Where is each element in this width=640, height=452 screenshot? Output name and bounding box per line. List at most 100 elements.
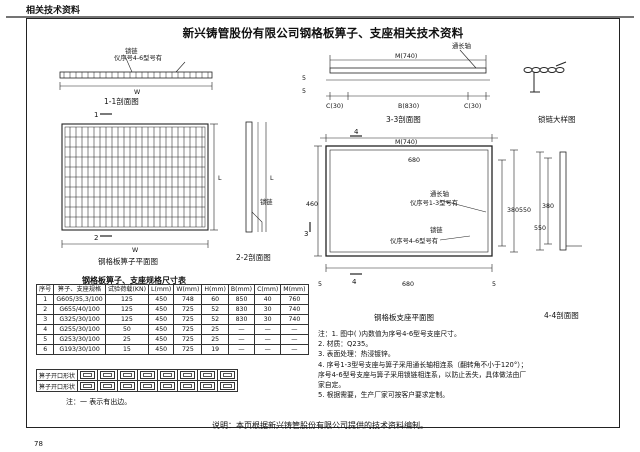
table-cell: 2 [35, 304, 55, 315]
table-cell: 450 [148, 304, 175, 315]
table-cell: G255/30/100 [53, 324, 106, 335]
spec-col-header: 箅子、支座规格 [53, 284, 106, 295]
table-cell: — [280, 334, 309, 345]
support-bottom-5: 5 [492, 281, 496, 288]
support-dim-380: 380 [507, 207, 519, 214]
support-bottom-680: 680 [402, 281, 414, 288]
table-cell: 450 [148, 324, 175, 335]
table-cell: 15 [104, 344, 150, 355]
opening-note: 注：一 表示有出边。 [66, 398, 132, 406]
table-cell: 760 [280, 294, 309, 305]
notes-block: 注：1. 图中( )内数值为序号4-6型号支座尺寸。 2. 材质：Q235。 3… [318, 329, 618, 400]
table-cell: — [280, 324, 309, 335]
grating-side-section [245, 121, 253, 233]
table-cell: 50 [104, 324, 150, 335]
table-cell: 748 [173, 294, 203, 305]
table-cell: 450 [148, 314, 175, 325]
sec33-c-right: C(30) [464, 103, 481, 110]
opening-shape-icon [177, 369, 199, 381]
support-rod-size: 仪序号1-3型号有 [410, 198, 458, 207]
opening-shape-icon [137, 369, 159, 381]
opening-shape-icon [137, 380, 159, 392]
table-cell: G605/35,3/100 [53, 294, 106, 305]
plan-w-label: W [132, 247, 139, 254]
support-caption: 钢格板支座平面图 [374, 312, 434, 322]
table-cell: G655/40/100 [53, 304, 106, 315]
table-cell: — [227, 344, 256, 355]
table-cell: 4 [35, 324, 55, 335]
table-cell: G193/30/100 [53, 344, 106, 355]
table-cell: 3 [35, 314, 55, 325]
plan-caption: 钢格板箅子平面图 [98, 256, 158, 266]
table-cell: — [254, 344, 282, 355]
support-bottom-dim-5: 5 [318, 281, 322, 288]
sec33-m-label: M(740) [395, 53, 417, 60]
support-dim-460: 460 [306, 201, 318, 208]
support-cut-4: 4 [352, 278, 357, 286]
sec44-caption: 4-4剖面图 [544, 310, 579, 320]
table-cell: 25 [201, 324, 229, 335]
opening-shape-icon [197, 380, 219, 392]
note-line: 5. 根据需要，生产厂家可按客户要求定制。 [318, 391, 449, 400]
grating-plan-outline [61, 123, 209, 231]
support-chain-label: 锁链 [430, 225, 443, 234]
support-dim-550: 550 [519, 207, 531, 214]
table-cell: 40 [254, 294, 282, 305]
table-cell: — [254, 324, 282, 335]
note-line: 序号4-6型号支座与箅子采用锁链相连系，以防止丢失，具体做法由厂 [318, 370, 527, 379]
note-line: 4. 序号1-3型号支座与箅子采用通长轴相连系（翻转角不小于120°）； [318, 360, 528, 369]
page-number: 78 [34, 440, 43, 448]
sheet-title: 新兴铸管股份有限公司钢格板箅子、支座相关技术资料 [182, 26, 464, 40]
table-cell: 725 [173, 334, 203, 345]
table-cell: 830 [227, 304, 256, 315]
note-line: 注：1. 图中( )内数值为序号4-6型号支座尺寸。 [318, 330, 461, 338]
table-cell: 740 [280, 314, 309, 325]
spec-col-header: 序号 [35, 284, 55, 295]
opening-shape-icon [117, 369, 139, 381]
support-rod-label: 通长轴 [430, 189, 449, 198]
opening-shape-icon [117, 380, 139, 392]
opening-shape-icon [197, 369, 219, 381]
sec33-rod-label: 通长轴 [452, 41, 471, 50]
opening-shape-icon [97, 369, 119, 381]
spec-col-header: M(mm) [280, 284, 309, 295]
drawing-frame: 新兴铸管股份有限公司钢格板箅子、支座相关技术资料 [26, 18, 620, 428]
opening-shape-icon [217, 369, 239, 381]
note-line: 家自定。 [318, 381, 346, 390]
opening-shape-icon [157, 369, 179, 381]
table-cell: 52 [201, 314, 229, 325]
support-top-m: M(740) [395, 139, 417, 146]
opening-row: 箅子开口形状 [35, 369, 239, 381]
spec-col-header: 试验荷载(KN) [104, 284, 150, 295]
sec33-c-left: C(30) [326, 103, 343, 110]
note-line: 3. 表面处理：热浸镀锌。 [318, 350, 395, 359]
sec11-w-label: W [134, 89, 141, 96]
footer-note: 说明：本页根据新兴铸管股份有限公司提供的技术资料编制。 [212, 421, 428, 430]
opening-row-label: 箅子开口形状 [35, 380, 79, 392]
spec-col-header: W(mm) [173, 284, 203, 295]
spec-col-header: C(mm) [254, 284, 282, 295]
page-header: 相关技术资料 [6, 6, 634, 17]
support-side-section [559, 151, 567, 251]
table-cell: G253/30/100 [53, 334, 106, 345]
table-cell: 725 [173, 304, 203, 315]
sec44-dim-380: 380 [542, 203, 554, 210]
opening-shape-icon [217, 380, 239, 392]
table-cell: 5 [35, 334, 55, 345]
table-cell: 52 [201, 304, 229, 315]
spec-table-header-row: 序号 箅子、支座规格 试验荷载(KN) L(mm) W(mm) H(mm) B(… [35, 284, 309, 295]
opening-shape-icon [77, 369, 99, 381]
table-cell: 725 [173, 314, 203, 325]
section-label: 相关技术资料 [26, 6, 81, 16]
support-frame-outer [325, 145, 493, 257]
table-cell: — [227, 334, 256, 345]
plan-l-label: L [218, 175, 222, 182]
sec22-caption: 2-2剖面图 [236, 252, 271, 262]
